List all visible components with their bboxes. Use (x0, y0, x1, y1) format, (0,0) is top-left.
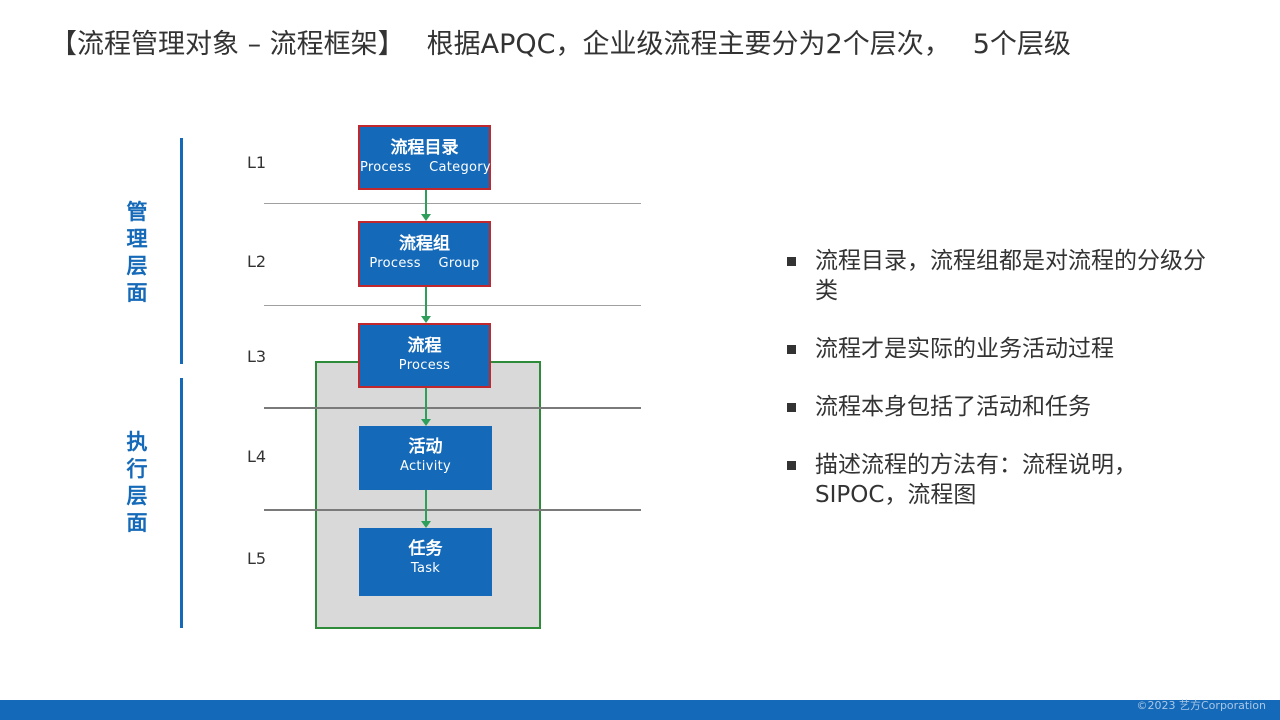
connector-line (425, 287, 427, 316)
execution-layer-label: 执 行 层 面 (117, 429, 157, 537)
bullet-text: 描述流程的方法有：流程说明， SIPOC，流程图 (815, 452, 1152, 508)
node-process-category: 流程目录 Process Category (358, 125, 491, 190)
level-divider (264, 509, 641, 511)
execution-char: 层 (126, 484, 148, 508)
level-divider (264, 305, 641, 306)
bullet-square-icon (787, 461, 796, 470)
connector-line (425, 190, 427, 214)
list-item: 流程目录，流程组都是对流程的分级分类 (785, 246, 1225, 306)
level-label-l2: L2 (247, 252, 267, 271)
title-right-level: 5个层级 (972, 29, 1071, 60)
level-label-l1: L1 (247, 153, 267, 172)
bullet-text: 流程本身包括了活动和任务 (815, 394, 1091, 420)
node-task: 任务 Task (359, 528, 492, 596)
execution-char: 执 (126, 430, 148, 454)
arrow-down-icon (421, 521, 431, 528)
list-item: 流程才是实际的业务活动过程 (785, 334, 1225, 364)
management-char: 管 (126, 200, 148, 224)
node-title: 活动 (408, 437, 443, 457)
management-bar (180, 138, 183, 364)
bullet-text: 流程才是实际的业务活动过程 (815, 336, 1114, 362)
page-title: 【流程管理对象 – 流程框架】根据APQC，企业级流程主要分为2个层次， 5个层级 (50, 22, 1071, 61)
level-label-l3: L3 (247, 347, 267, 366)
node-title: 流程 (407, 336, 442, 356)
bullet-square-icon (787, 403, 796, 412)
bullet-text: 流程目录，流程组都是对流程的分级分类 (815, 248, 1206, 304)
node-process-group: 流程组 Process Group (358, 221, 491, 287)
node-subtitle: Task (410, 561, 441, 576)
list-item: 描述流程的方法有：流程说明， SIPOC，流程图 (785, 450, 1225, 510)
node-title: 任务 (408, 539, 443, 559)
title-right: 根据APQC，企业级流程主要分为2个层次， (426, 29, 951, 60)
level-divider (264, 203, 641, 204)
level-label-l5: L5 (247, 549, 267, 568)
connector-line (425, 388, 427, 419)
arrow-down-icon (421, 214, 431, 221)
footer-copyright: ©2023 艺方Corporation (1136, 699, 1266, 712)
node-subtitle: Process Group (369, 256, 480, 271)
arrow-down-icon (421, 419, 431, 426)
management-char: 层 (126, 254, 148, 278)
footer-bar (0, 700, 1280, 720)
management-char: 理 (126, 227, 148, 251)
list-item: 流程本身包括了活动和任务 (785, 392, 1225, 422)
execution-char: 面 (126, 511, 148, 535)
management-char: 面 (126, 281, 148, 305)
title-left: 【流程管理对象 – 流程框架】 (50, 29, 405, 60)
node-title: 流程组 (399, 234, 450, 254)
connector-line (425, 490, 427, 521)
level-label-l4: L4 (247, 447, 267, 466)
node-subtitle: Process (398, 358, 451, 373)
bullet-list: 流程目录，流程组都是对流程的分级分类 流程才是实际的业务活动过程 流程本身包括了… (785, 246, 1225, 538)
bullet-square-icon (787, 345, 796, 354)
bullet-square-icon (787, 257, 796, 266)
node-subtitle: Process Category (360, 160, 491, 175)
level-divider (264, 407, 641, 409)
arrow-down-icon (421, 316, 431, 323)
node-title: 流程目录 (390, 138, 459, 158)
execution-bar (180, 378, 183, 628)
node-activity: 活动 Activity (359, 426, 492, 490)
node-process: 流程 Process (358, 323, 491, 388)
management-layer-label: 管 理 层 面 (117, 199, 157, 307)
node-subtitle: Activity (399, 459, 452, 474)
execution-char: 行 (126, 457, 148, 481)
